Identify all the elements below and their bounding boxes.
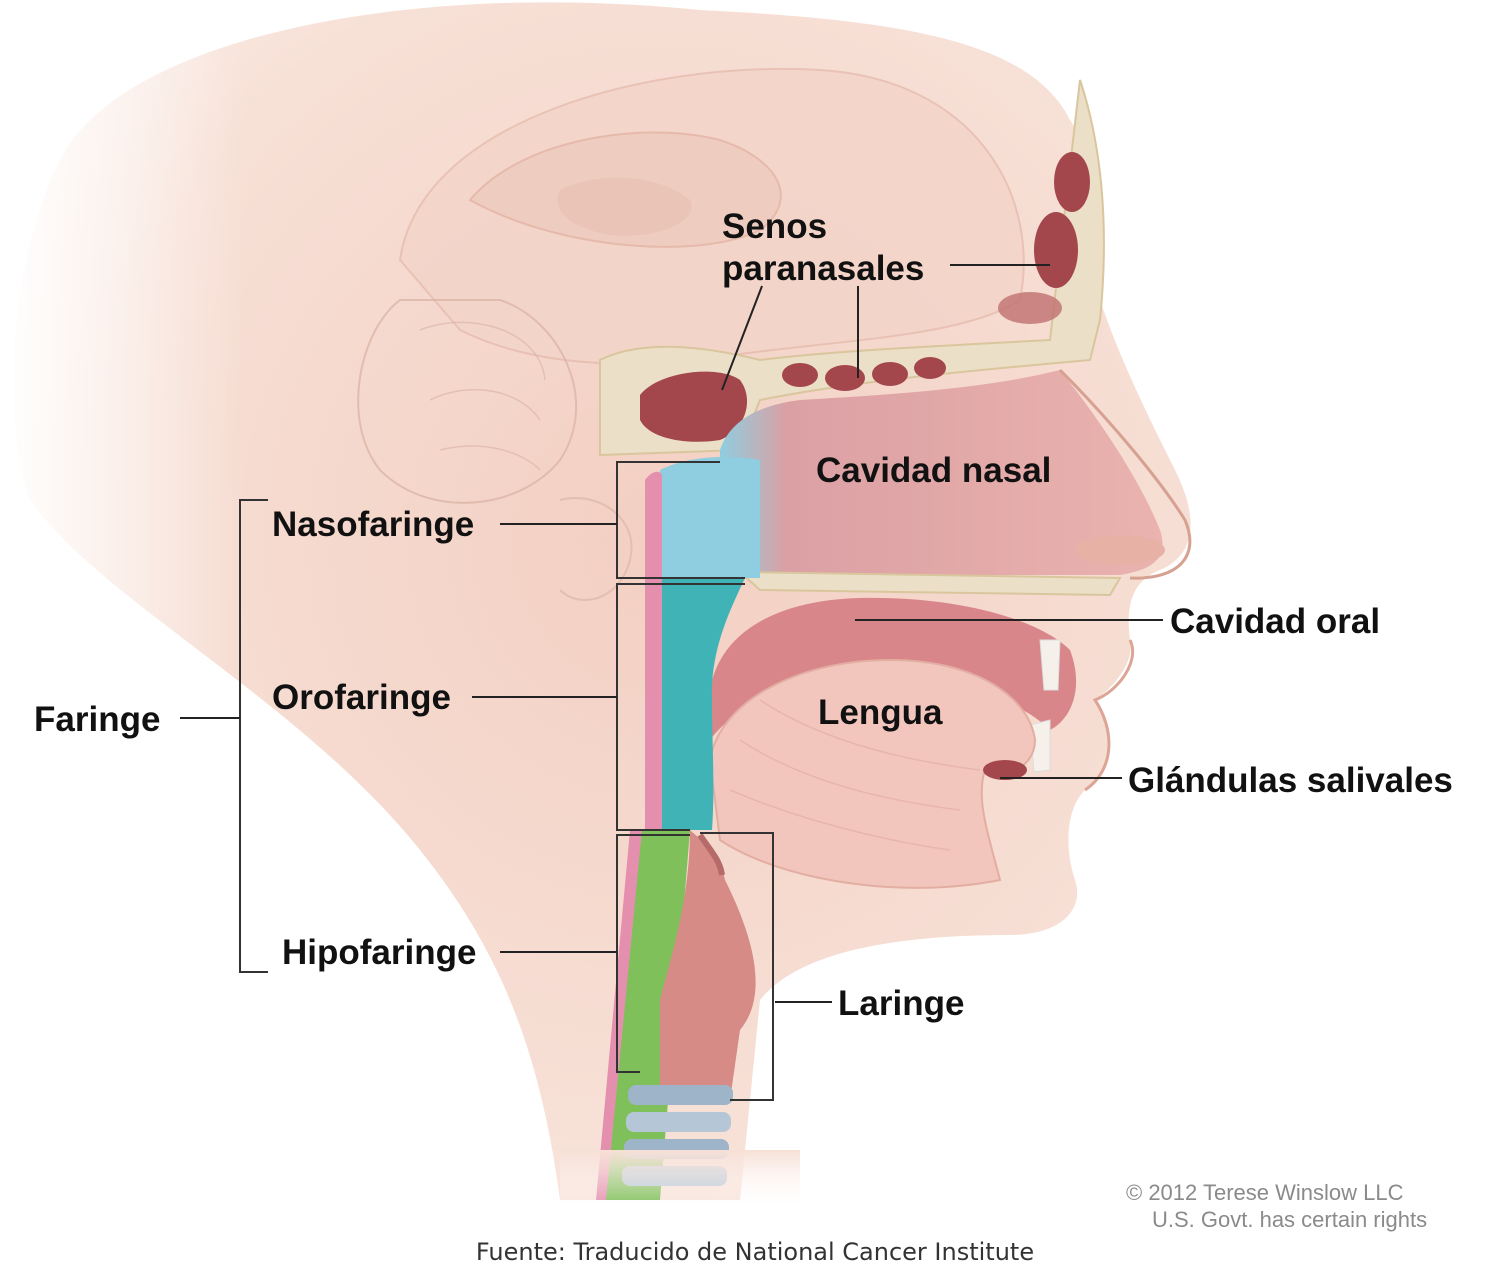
eye xyxy=(998,292,1062,324)
epiglottis xyxy=(697,833,725,876)
thalamus xyxy=(557,177,692,236)
label-senos-line2: paranasales xyxy=(722,249,924,288)
label-orofaringe: Orofaringe xyxy=(272,678,451,717)
label-glandulas-salivales: Glándulas salivales xyxy=(1128,761,1453,800)
upper-tooth xyxy=(1039,639,1061,691)
esophagus xyxy=(605,830,690,1200)
label-laringe: Laringe xyxy=(838,984,964,1023)
sphenoid-sinus xyxy=(640,371,748,442)
pharyngeal-wall xyxy=(645,471,662,830)
frontal-sinus xyxy=(1034,212,1078,288)
oropharynx xyxy=(662,578,745,830)
source-caption: Fuente: Traducido de National Cancer Ins… xyxy=(476,1238,1034,1266)
larynx-bracket xyxy=(700,832,774,1101)
ear-outline xyxy=(559,497,633,601)
ethmoid-sinus-4 xyxy=(914,357,946,379)
nostril xyxy=(1075,535,1165,565)
copyright-line2: U.S. Govt. has certain rights xyxy=(1152,1207,1427,1232)
label-lengua: Lengua xyxy=(818,693,943,732)
ethmoid-sinus-2 xyxy=(825,365,865,391)
label-nasofaringe: Nasofaringe xyxy=(272,505,474,544)
label-senos-line1: Senos xyxy=(722,207,827,246)
label-faringe: Faringe xyxy=(34,700,160,739)
salivary-gland xyxy=(983,760,1027,780)
hypopharynx-bracket xyxy=(616,834,690,1073)
lips-outline xyxy=(1084,639,1135,792)
cerebellum-folds xyxy=(419,321,546,471)
ethmoid-sinus-3 xyxy=(872,362,908,386)
cerebellum-outline xyxy=(357,299,578,504)
nasal-cavity xyxy=(720,370,1163,575)
label-hipofaringe: Hipofaringe xyxy=(282,933,476,972)
larynx xyxy=(660,830,756,1100)
ethmoid-sinus-1 xyxy=(782,363,818,387)
nasopharynx-bracket xyxy=(616,461,745,579)
lower-tooth xyxy=(1029,719,1051,773)
hard-palate xyxy=(737,570,1122,597)
skull-base-bone xyxy=(599,79,1105,457)
oropharynx-bracket xyxy=(616,583,745,831)
label-cavidad-nasal: Cavidad nasal xyxy=(816,451,1051,490)
faringe-bracket xyxy=(239,499,268,973)
tongue-fibers xyxy=(729,699,981,851)
label-cavidad-oral: Cavidad oral xyxy=(1170,602,1380,641)
senos-leader-sphenoid xyxy=(721,285,763,391)
esophagus-wall xyxy=(596,830,642,1200)
frontal-sinus-upper xyxy=(1054,152,1090,212)
neck-fade xyxy=(560,1150,800,1210)
copyright-line1: © 2012 Terese Winslow LLC xyxy=(1126,1180,1404,1205)
nose-outline xyxy=(1058,368,1192,580)
nasopharynx xyxy=(660,457,760,578)
